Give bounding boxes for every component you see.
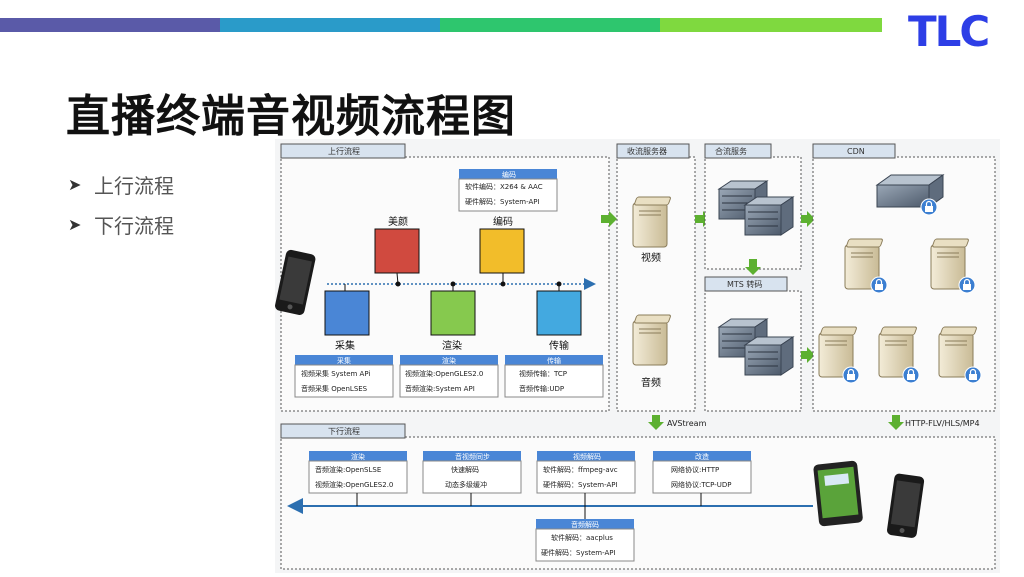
upstream-header: 上行流程: [328, 146, 360, 156]
transmit-box-item: 视频传输：TCP: [519, 369, 567, 378]
audio-decode-item: 软件解码：aacplus: [551, 533, 613, 542]
transmit-info-box: 传输 视频传输：TCP 音频传输:UDP: [504, 355, 604, 398]
audio-server-icon: [632, 314, 672, 366]
beauty-node: [374, 228, 420, 274]
bullet-item: ➤ 上行流程: [68, 164, 174, 204]
mts-header-tab: [704, 276, 788, 292]
downstream-header-tab: [280, 423, 406, 439]
green-arrow-icon: [745, 259, 761, 275]
protocol-box-item: 网络协议:TCP-UDP: [671, 480, 731, 489]
video-server-icon: [632, 196, 672, 248]
arrow-bullet-icon: ➤: [68, 214, 82, 234]
encode-box-item: 硬件解码：System-API: [465, 197, 540, 206]
tablet-icon: [813, 460, 863, 527]
render-info-box: 渲染 视频渲染:OpenGLES2.0 音频渲染:System API: [399, 355, 499, 398]
downstream-render-box: 渲染 音频渲染:OpenSLSE 视频渲染:OpenGLES2.0: [308, 451, 408, 494]
merge-header-tab: [704, 143, 772, 159]
audio-decode-item: 硬件解码：System-API: [541, 548, 616, 557]
flow-diagram-svg: 上行流程 编码 软件编码：X264 & AAC 硬件解码：System-API …: [275, 143, 996, 570]
http-protocol-label: HTTP-FLV/HLS/MP4: [905, 419, 980, 428]
encode-box-title: 编码: [502, 170, 516, 179]
av-sync-box: 音视频同步 快速解码 动态多级缓冲: [422, 451, 522, 494]
video-decode-item: 软件解码：ffmpeg-avc: [543, 465, 618, 474]
downstream-render-item: 视频渲染:OpenGLES2.0: [315, 480, 393, 489]
audio-decode-box: 音频解码 软件解码：aacplus 硬件解码：System-API: [535, 519, 635, 562]
merge-rack-icon: [744, 196, 794, 236]
merge-header: 合流服务: [715, 146, 747, 156]
encode-label: 编码: [493, 215, 513, 228]
lock-icon: [902, 366, 920, 384]
video-decode-box: 视频解码 软件解码：ffmpeg-avc 硬件解码：System-API: [536, 451, 636, 494]
bullet-list: ➤ 上行流程 ➤ 下行流程: [68, 164, 174, 244]
upstream-header-tab: [280, 143, 406, 159]
render-node: [430, 290, 476, 336]
transmit-label: 传输: [549, 339, 569, 352]
avstream-label: AVStream: [667, 419, 707, 428]
video-server-label: 视频: [641, 251, 661, 264]
green-arrow-icon: [888, 415, 904, 430]
render-box-item: 音频渲染:System API: [405, 384, 475, 393]
video-decode-title: 视频解码: [573, 452, 601, 461]
transmit-box-title: 传输: [547, 356, 561, 365]
tlc-logo: TLC: [908, 8, 990, 52]
green-arrow-icon: [601, 211, 617, 227]
downstream-header: 下行流程: [328, 426, 360, 436]
transmit-node: [536, 290, 582, 336]
green-arrow-icon: [801, 211, 815, 227]
stream-server-region: [616, 156, 696, 412]
lock-icon: [842, 366, 860, 384]
logo-text: TLC: [908, 8, 988, 52]
audio-decode-title: 音频解码: [571, 520, 599, 529]
protocol-box: 改造 网络协议:HTTP 网络协议:TCP-UDP: [652, 451, 752, 494]
cdn-main-rack-icon: [875, 174, 945, 208]
protocol-box-title: 改造: [695, 452, 709, 461]
av-sync-title: 音视频同步: [455, 452, 490, 461]
capture-box-item: 视频采集 System APi: [301, 369, 370, 378]
page-title: 直播终端音视频流程图: [66, 91, 516, 142]
capture-info-box: 采集 视频采集 System APi 音频采集 OpenLSES: [294, 355, 394, 398]
lock-icon: [964, 366, 982, 384]
mts-header: MTS 转码: [727, 279, 762, 289]
encode-box-item: 软件编码：X264 & AAC: [465, 182, 543, 191]
phone-icon: [275, 249, 316, 315]
capture-node: [324, 290, 370, 336]
render-label: 渲染: [442, 339, 462, 352]
encode-node: [479, 228, 525, 274]
protocol-box-item: 网络协议:HTTP: [671, 465, 719, 474]
bullet-text: 上行流程: [94, 173, 174, 198]
stream-server-header: 收流服务器: [627, 146, 667, 156]
bullet-item: ➤ 下行流程: [68, 204, 174, 244]
lock-icon: [870, 276, 888, 294]
downstream-render-item: 音频渲染:OpenSLSE: [315, 465, 381, 474]
mts-rack-icon: [744, 336, 794, 376]
beauty-label: 美颜: [388, 215, 408, 228]
transmit-box-item: 音频传输:UDP: [519, 384, 564, 393]
lock-icon: [958, 276, 976, 294]
audio-server-label: 音频: [641, 376, 661, 389]
render-box-item: 视频渲染:OpenGLES2.0: [405, 369, 483, 378]
cdn-header: CDN: [847, 147, 865, 156]
encode-info-box: 编码 软件编码：X264 & AAC 硬件解码：System-API: [458, 169, 558, 212]
capture-box-title: 采集: [337, 356, 351, 365]
phone-icon: [887, 473, 925, 538]
render-box-title: 渲染: [442, 356, 456, 365]
flow-diagram: 上行流程 编码 软件编码：X264 & AAC 硬件解码：System-API …: [275, 139, 1000, 573]
video-decode-item: 硬件解码：System-API: [543, 480, 618, 489]
top-color-bar: [0, 18, 882, 32]
downstream-render-title: 渲染: [351, 452, 365, 461]
stream-server-header-tab: [616, 143, 690, 159]
av-sync-item: 快速解码: [451, 465, 479, 474]
cdn-header-tab: [812, 143, 896, 159]
arrow-bullet-icon: ➤: [68, 174, 82, 194]
lock-icon: [920, 198, 938, 216]
bullet-text: 下行流程: [94, 213, 174, 238]
capture-box-item: 音频采集 OpenLSES: [301, 384, 368, 393]
green-arrow-icon: [801, 347, 815, 363]
green-arrow-icon: [648, 415, 664, 430]
av-sync-item: 动态多级缓冲: [445, 480, 487, 489]
capture-label: 采集: [335, 339, 355, 352]
